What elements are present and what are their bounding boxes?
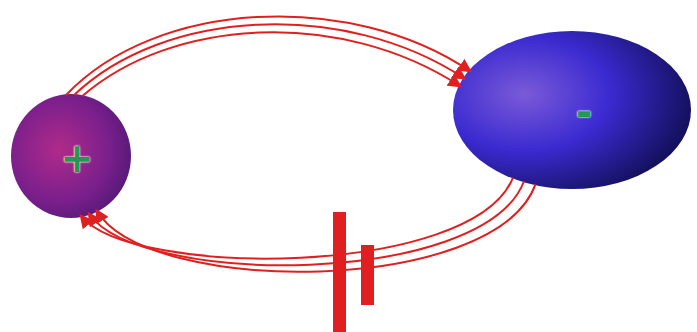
field-line xyxy=(74,24,464,95)
sphere-fill xyxy=(11,94,131,218)
field-line xyxy=(81,178,513,259)
field-line-group xyxy=(81,178,535,272)
field-line xyxy=(97,184,536,272)
negative-sphere: - xyxy=(452,30,692,190)
battery-short-plate xyxy=(361,245,374,305)
charge-sign: + xyxy=(60,138,94,178)
sphere-shape xyxy=(452,30,692,190)
charge-sign: - xyxy=(576,92,593,132)
positive-sphere: + xyxy=(10,93,132,219)
field-line xyxy=(89,181,524,265)
field-line xyxy=(66,16,470,95)
battery-long-plate xyxy=(333,212,346,332)
field-line-group xyxy=(66,16,470,96)
field-line xyxy=(82,32,460,96)
sphere-fill xyxy=(453,31,691,189)
